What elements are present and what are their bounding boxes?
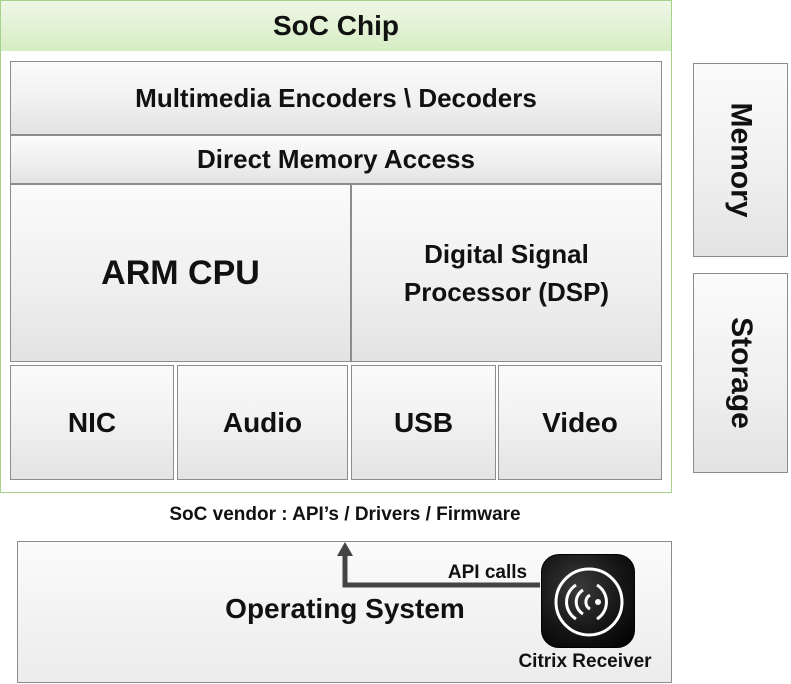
arm-cpu-block: ARM CPU	[10, 184, 351, 362]
direct-memory-access-block: Direct Memory Access	[10, 135, 662, 184]
operating-system-label: Operating System	[225, 593, 465, 624]
citrix-receiver-icon[interactable]	[541, 554, 635, 648]
api-calls-label: API calls	[447, 562, 528, 583]
audio-block: Audio	[177, 365, 348, 480]
dsp-label-line1: Digital Signal	[424, 239, 589, 269]
multimedia-encoders-decoders-block: Multimedia Encoders \ Decoders	[10, 61, 662, 135]
citrix-receiver-label: Citrix Receiver	[518, 651, 652, 672]
dsp-block: Digital Signal Processor (DSP)	[351, 184, 662, 362]
memory-block: Memory	[693, 63, 788, 257]
storage-block: Storage	[693, 273, 788, 473]
api-calls-arrow	[337, 542, 540, 588]
usb-block: USB	[351, 365, 496, 480]
dsp-label-line2: Processor (DSP)	[403, 277, 610, 307]
video-block: Video	[498, 365, 662, 480]
soc-vendor-label: SoC vendor : API’s / Drivers / Firmware	[169, 504, 521, 525]
citrix-receiver-waves-icon	[554, 567, 624, 637]
nic-block: NIC	[10, 365, 174, 480]
memory-label: Memory	[724, 102, 758, 218]
storage-label: Storage	[724, 317, 758, 429]
soc-chip-title: SoC Chip	[1, 1, 671, 51]
